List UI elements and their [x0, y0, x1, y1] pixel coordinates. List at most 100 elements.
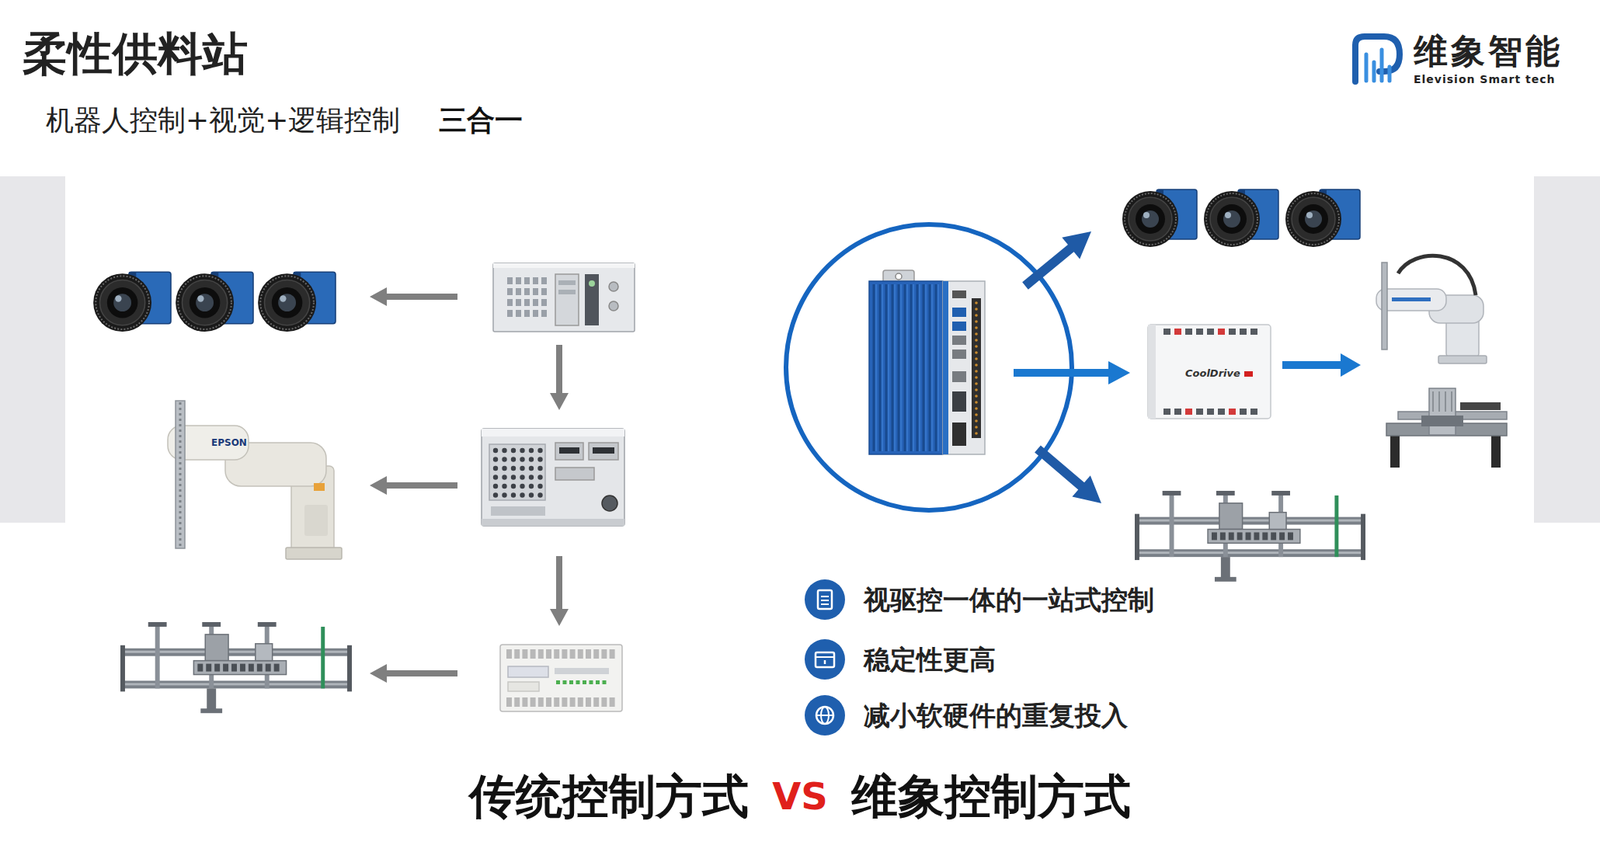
pc-vent — [524, 288, 530, 296]
lens-core — [1223, 210, 1241, 228]
fin-light — [900, 284, 902, 452]
port — [952, 371, 967, 383]
chain-link — [1279, 532, 1285, 540]
feeder-block — [205, 634, 229, 661]
grille-hole — [501, 483, 507, 489]
fin-light — [881, 284, 884, 452]
pc-vent — [507, 277, 513, 285]
lens-barrel — [257, 273, 317, 332]
box-symbol — [815, 652, 835, 668]
driver-connector — [1239, 408, 1247, 415]
pc-vent — [515, 277, 522, 285]
plc-led — [556, 680, 560, 685]
clipboard-line — [820, 595, 829, 598]
lens-ring — [1210, 197, 1254, 241]
pc-vent — [524, 309, 530, 317]
driver-connector — [1185, 408, 1193, 415]
feature-text: 视驱控一体的一站式控制 — [863, 584, 1155, 616]
grille-hole — [511, 448, 516, 453]
lens-knurl — [1124, 193, 1176, 245]
grille-hole — [501, 474, 507, 480]
page-title: 柔性供料站 — [22, 26, 248, 81]
logo-bar — [1380, 49, 1385, 81]
terminal — [593, 649, 599, 659]
panel-strip — [942, 281, 949, 455]
fin-light — [875, 284, 877, 452]
grille-hole — [493, 483, 498, 489]
port — [952, 422, 967, 446]
lens-knurl — [260, 275, 314, 330]
camera-icon — [257, 271, 336, 332]
terminal — [553, 649, 560, 659]
pc-vent — [532, 299, 539, 307]
pc-vent — [515, 299, 522, 307]
lens-barrel — [175, 273, 234, 332]
feeder-knob — [1162, 490, 1182, 496]
io-pin — [974, 307, 978, 311]
grille-hole — [528, 466, 534, 471]
lens-glass — [1217, 204, 1247, 234]
clipboard-line — [820, 603, 829, 606]
chain-link — [1253, 532, 1260, 540]
fin-light — [906, 284, 908, 452]
flexible-feeder — [120, 622, 352, 714]
grille-hole — [537, 492, 543, 498]
plc-led — [563, 680, 567, 685]
chain-link — [1270, 532, 1277, 540]
fin — [916, 284, 919, 452]
pc-vent — [532, 288, 539, 296]
grille-hole — [528, 483, 534, 489]
pc-slot — [558, 289, 576, 295]
controller-top — [481, 428, 625, 437]
grille-hole — [528, 492, 534, 498]
comparison-caption: 维象控制方式 — [851, 768, 1131, 825]
fin — [922, 284, 926, 452]
grille-hole — [519, 474, 525, 480]
plc-unit — [500, 644, 623, 712]
front-panel — [942, 281, 985, 455]
lens-barrel — [93, 273, 152, 332]
chain-link — [1211, 532, 1218, 540]
robot-cable — [1398, 255, 1476, 296]
icon-disc — [804, 639, 846, 680]
fin — [885, 284, 888, 452]
terminal — [506, 649, 512, 659]
driver-connector — [1228, 328, 1236, 335]
end-cap — [1134, 514, 1140, 560]
pc-vent — [515, 288, 522, 296]
lens-ring — [264, 280, 310, 326]
grille-hole — [519, 492, 525, 498]
flow-arrow — [549, 556, 569, 627]
carriage-fin — [1450, 391, 1453, 412]
feeder-knob — [148, 622, 167, 627]
fin-light — [937, 284, 940, 452]
port — [952, 290, 967, 299]
lens-core — [278, 293, 296, 312]
subtitle-text: 机器人控制+视觉+逻辑控制 — [45, 103, 400, 138]
driver-connector — [1206, 408, 1214, 415]
grille-hole — [519, 448, 525, 453]
knob — [601, 495, 618, 512]
connector — [555, 442, 584, 460]
lens-knurl — [177, 275, 232, 330]
plc-label — [507, 666, 549, 678]
plc-led — [582, 680, 587, 685]
pc-vent — [541, 288, 547, 296]
driver-connector — [1250, 408, 1258, 415]
lens-knurl — [95, 275, 150, 330]
fin — [935, 284, 938, 452]
flow-arrow — [1282, 353, 1361, 377]
gantry-carriage — [1429, 388, 1456, 435]
product-name: CoolDrive — [1185, 367, 1241, 380]
io-pin — [974, 357, 978, 361]
end-cap — [347, 645, 352, 693]
io-pin — [974, 419, 978, 423]
terminal — [577, 697, 584, 707]
io-pin — [974, 332, 978, 336]
robot-controller — [481, 428, 625, 526]
lens-highlight — [1224, 212, 1232, 219]
chain-link — [222, 664, 229, 672]
pc-vent — [524, 299, 530, 307]
industrial-pc — [493, 263, 635, 332]
grille-hole — [501, 456, 507, 462]
